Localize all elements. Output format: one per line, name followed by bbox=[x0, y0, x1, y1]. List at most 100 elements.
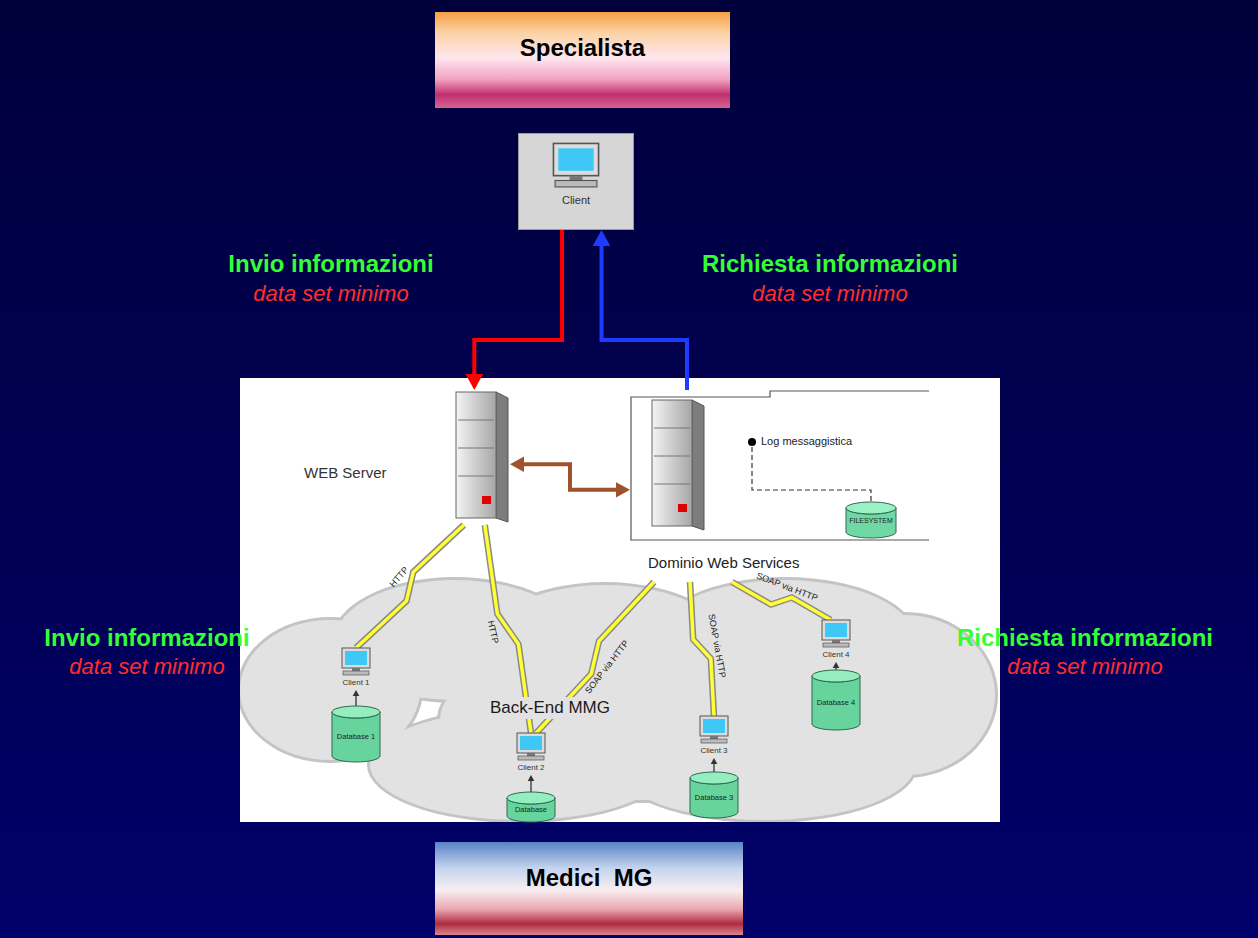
client-workstation: Client bbox=[518, 133, 634, 230]
connector-line bbox=[713, 763, 714, 772]
server-bay bbox=[458, 420, 494, 421]
database: Database 3 bbox=[688, 772, 740, 818]
server-bay bbox=[654, 484, 690, 485]
domain-border bbox=[631, 391, 929, 540]
screen bbox=[703, 719, 725, 733]
cloud bbox=[240, 577, 998, 822]
cylinder-top bbox=[332, 706, 380, 718]
database: Database 4 bbox=[810, 670, 862, 730]
lightning-outline bbox=[356, 525, 464, 648]
connector bbox=[711, 758, 718, 772]
computer-icon bbox=[338, 648, 374, 676]
title-band: Specialista bbox=[435, 12, 730, 108]
connector-line bbox=[602, 243, 687, 390]
monitor bbox=[553, 143, 598, 175]
web-services-domain: Log messaggisticaFILESYSTEMDominio Web S… bbox=[630, 390, 930, 582]
keyboard bbox=[823, 643, 849, 647]
computer-icon bbox=[818, 620, 854, 648]
arrow-head bbox=[466, 374, 484, 390]
filesystem-cylinder bbox=[846, 502, 896, 538]
flow-subtitle: data set minimo bbox=[69, 654, 224, 679]
flow-title: Richiesta informazioni bbox=[957, 624, 1213, 652]
arrow-head bbox=[711, 758, 718, 764]
cylinder-top bbox=[690, 772, 738, 784]
client-label: Client 2 bbox=[517, 763, 544, 772]
keyboard bbox=[343, 671, 369, 675]
server-bay bbox=[458, 476, 494, 477]
log-leader bbox=[752, 447, 871, 502]
keyboard bbox=[555, 181, 597, 187]
client-label: Client 1 bbox=[342, 678, 369, 687]
monitor-stand bbox=[527, 753, 535, 756]
log-dot bbox=[748, 438, 756, 446]
arrow-head bbox=[616, 482, 630, 497]
monitor bbox=[822, 620, 850, 640]
keyboard bbox=[518, 756, 544, 760]
client-label: Client 3 bbox=[700, 746, 727, 755]
lightning-link bbox=[690, 582, 714, 716]
cylinder-body bbox=[332, 712, 380, 762]
band-title: Medici MG bbox=[526, 864, 653, 892]
filesystem-label: FILESYSTEM bbox=[849, 517, 893, 525]
arrow-head bbox=[353, 690, 360, 696]
connector-line bbox=[521, 464, 619, 490]
screen bbox=[520, 736, 542, 750]
flow-title: Invio informazioni bbox=[44, 624, 249, 652]
database-label: Database 3 bbox=[695, 794, 733, 803]
monitor-stand bbox=[832, 640, 840, 643]
client-pc: Client 1 bbox=[330, 648, 382, 690]
server-icon bbox=[652, 400, 704, 530]
connector bbox=[833, 662, 840, 670]
arrow-head bbox=[833, 662, 840, 668]
connector-line bbox=[530, 780, 531, 792]
monitor-stand bbox=[352, 668, 360, 671]
title-band: Medici MG bbox=[435, 842, 743, 935]
server-front bbox=[456, 392, 496, 518]
client-label: Client bbox=[562, 194, 590, 207]
client-pc: Client 2 bbox=[505, 733, 557, 775]
cylinder-body bbox=[812, 676, 860, 730]
database-label: Database bbox=[515, 806, 547, 815]
screen bbox=[558, 148, 593, 171]
connector bbox=[690, 582, 714, 716]
server-side bbox=[496, 392, 508, 522]
cloud-puff bbox=[440, 640, 840, 800]
server-bay bbox=[654, 456, 690, 457]
client-label: Client 4 bbox=[822, 650, 849, 659]
flow-subtitle: data set minimo bbox=[752, 281, 907, 306]
flow-title: Richiesta informazioni bbox=[702, 250, 958, 278]
log-label: Log messaggistica bbox=[761, 435, 852, 448]
connector bbox=[593, 230, 687, 390]
database: Database bbox=[505, 792, 557, 822]
database: Database 1 bbox=[330, 706, 382, 762]
arrow-head bbox=[510, 457, 524, 472]
monitor bbox=[517, 733, 545, 753]
flow-subtitle: data set minimo bbox=[1007, 654, 1162, 679]
lightning-link bbox=[356, 525, 464, 648]
cylinder-top bbox=[812, 670, 860, 682]
cylinder-top bbox=[507, 792, 555, 804]
flow-subtitle: data set minimo bbox=[253, 281, 408, 306]
screen bbox=[345, 651, 367, 665]
computer-icon bbox=[696, 716, 732, 744]
server-bay bbox=[458, 448, 494, 449]
computer-icon bbox=[547, 142, 605, 190]
flow-title: Invio informazioni bbox=[228, 250, 433, 278]
server-bay bbox=[654, 428, 690, 429]
connector bbox=[528, 775, 535, 792]
connector bbox=[353, 690, 360, 706]
arrow-head bbox=[528, 775, 535, 781]
screen bbox=[825, 623, 847, 637]
cloud-outline bbox=[240, 577, 998, 822]
connector-line bbox=[474, 230, 562, 377]
database-label: Database 1 bbox=[337, 733, 375, 742]
client-pc: Client 3 bbox=[688, 716, 740, 758]
connector-line bbox=[355, 695, 356, 706]
server-label: WEB Server bbox=[304, 464, 387, 481]
connector bbox=[356, 525, 464, 648]
band-title: Specialista bbox=[520, 34, 645, 62]
white-panel bbox=[240, 378, 1000, 822]
cloud-label: Back-End MMG bbox=[487, 697, 613, 719]
monitor-stand bbox=[570, 176, 583, 181]
monitor bbox=[700, 716, 728, 736]
